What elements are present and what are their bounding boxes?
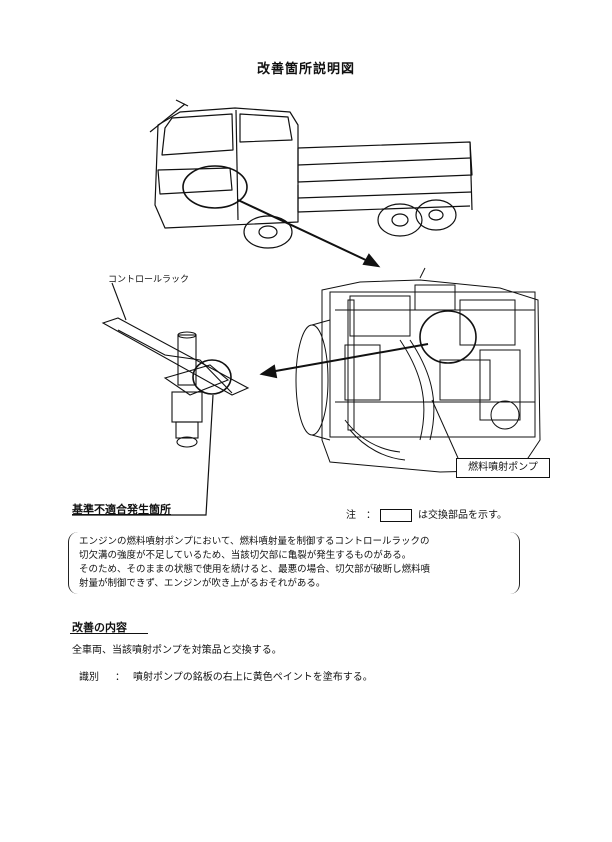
- arrow-truck-to-engine: [237, 199, 381, 268]
- control-rack-label: コントロールラック: [108, 275, 190, 285]
- description-line: エンジンの燃料噴射ポンプにおいて、燃料噴射量を制御するコントロールラックの: [79, 536, 430, 547]
- identification-line: 識別 ： 噴射ポンプの銘板の右上に黄色ペイントを塗布する。: [79, 668, 373, 683]
- remedy-text: 全車両、当該噴射ポンプを対策品と交換する。: [72, 645, 282, 656]
- legend-box: [380, 508, 412, 522]
- fuel-pump-label: 燃料噴射ポンプ: [456, 458, 550, 478]
- defect-leader-line: [72, 394, 214, 516]
- description-line: 切欠溝の強度が不足しているため、当該切欠部に亀裂が発生するものがある。: [79, 550, 412, 561]
- description-line: 射量が制御できず、エンジンが吹き上がるおそれがある。: [79, 578, 326, 589]
- ident-label: 識別: [79, 672, 99, 683]
- legend-prefix: 注 ：: [346, 510, 376, 521]
- engine-illustration: [295, 267, 541, 473]
- ident-text: 噴射ポンプの銘板の右上に黄色ペイントを塗布する。: [133, 672, 373, 683]
- truck-illustration: [149, 99, 473, 249]
- arrow-engine-to-rack: [259, 343, 429, 379]
- legend-suffix: は交換部品を示す。: [418, 510, 507, 521]
- engine-highlight-circle: [419, 310, 477, 364]
- description-line: そのため、そのままの状態で使用を続けると、最悪の場合、切欠部が破断し燃料噴: [79, 564, 431, 575]
- ident-separator: ：: [115, 672, 125, 683]
- remedy-heading-rule: [70, 633, 148, 634]
- page-title: 改善箇所説明図: [256, 62, 355, 77]
- rack-highlight-circle: [192, 359, 232, 395]
- truck-highlight-circle: [182, 165, 248, 209]
- control-rack-illustration: [101, 282, 250, 448]
- defect-location-label: 基準不適合発生箇所: [72, 503, 171, 516]
- remedy-heading: 改善の内容: [72, 621, 127, 634]
- legend-note: 注 ： は交換部品を示す。: [346, 506, 507, 522]
- description-box: エンジンの燃料噴射ポンプにおいて、燃料噴射量を制御するコントロールラックの 切欠…: [68, 532, 520, 594]
